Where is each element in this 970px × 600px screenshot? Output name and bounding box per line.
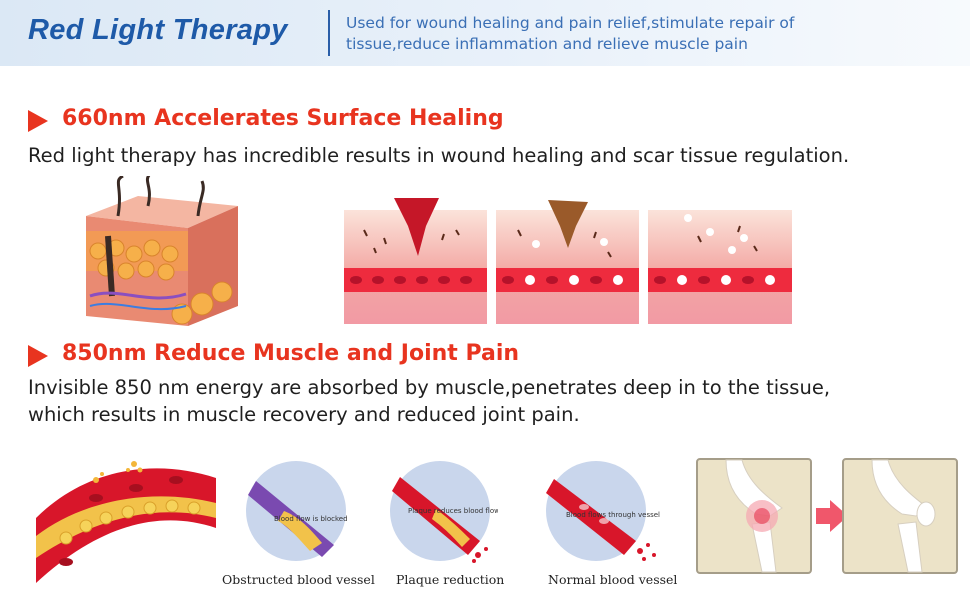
vessel-plaque-illustration: Plaque reduces blood flow <box>390 461 498 563</box>
caption-plaque: Plaque reduction <box>396 572 505 587</box>
section2-text-line2: which results in muscle recovery and red… <box>28 403 580 426</box>
header-divider <box>328 10 330 56</box>
skin-layers-illustration <box>86 176 238 326</box>
caption-normal: Normal blood vessel <box>548 572 678 587</box>
wound-stage-1 <box>344 198 487 324</box>
section1-text: Red light therapy has incredible results… <box>28 144 850 167</box>
page-title: Red Light Therapy <box>28 14 288 46</box>
wound-healing-stages <box>344 198 792 324</box>
caption-obstructed: Obstructed blood vessel <box>222 572 375 587</box>
section2-text-line1: Invisible 850 nm energy are absorbed by … <box>28 376 831 399</box>
vessel-label-1: Blood flow is blocked <box>274 515 348 523</box>
arrow-right-icon <box>816 500 848 532</box>
wound-stage-3 <box>648 210 792 324</box>
wound-stage-2 <box>496 200 639 324</box>
knee-after <box>842 458 958 574</box>
section2-heading: 850nm Reduce Muscle and Joint Pain <box>62 341 520 366</box>
vessel-label-2: Plaque reduces blood flow <box>408 507 498 515</box>
section2-arrow-icon <box>28 345 48 367</box>
vessel-label-3: Blood flows through vessel <box>566 511 660 519</box>
knee-before-after-illustration <box>696 458 958 574</box>
artery-plaque-illustration <box>36 461 216 583</box>
section1-heading: 660nm Accelerates Surface Healing <box>62 106 504 131</box>
knee-before <box>696 458 812 574</box>
header-banner <box>0 0 970 66</box>
vessel-obstructed-illustration: Blood flow is blocked <box>246 461 348 561</box>
vessel-normal-illustration: Blood flows through vessel <box>546 461 660 561</box>
header-subtitle: Used for wound healing and pain relief,s… <box>346 14 795 53</box>
section1-arrow-icon <box>28 110 48 132</box>
